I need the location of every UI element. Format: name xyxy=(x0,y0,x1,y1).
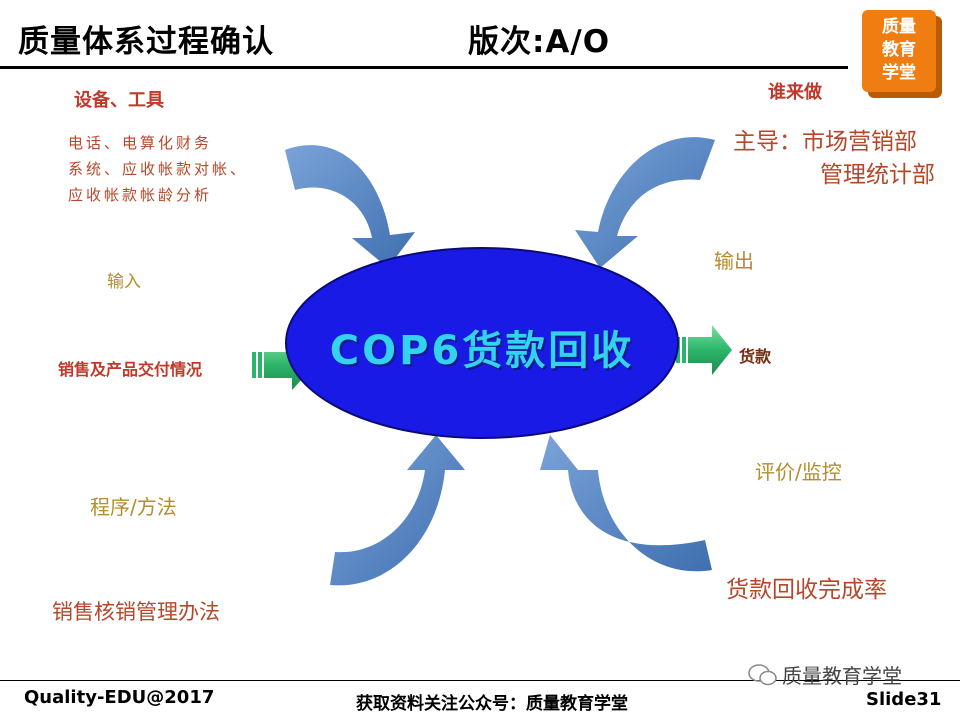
wechat-icon xyxy=(748,664,777,686)
who-label: 谁来做 xyxy=(768,82,822,103)
footer-divider xyxy=(0,680,960,681)
input-label: 输入 xyxy=(107,272,141,292)
process-name: COP6货款回收 xyxy=(329,328,635,374)
footer-copyright: Quality-EDU@2017 xyxy=(24,687,215,708)
method-label: 程序/方法 xyxy=(90,495,177,519)
output-value: 货款 xyxy=(739,347,772,366)
output-arrow xyxy=(676,325,732,375)
curved-arrow-bottom-left xyxy=(330,435,465,586)
owner-line-1: 主导：市场营销部 xyxy=(733,129,917,155)
evaluation-label: 评价/监控 xyxy=(755,460,842,484)
equipment-detail: 电话、电算化财务 系统、应收帐款对帐、 应收帐款帐龄分析 xyxy=(68,134,249,204)
brand-logo: 质量教育学堂 xyxy=(862,10,936,92)
process-ellipse xyxy=(285,247,679,439)
version-label: 版次:A/O xyxy=(468,24,611,60)
footer-promo: 获取资料关注公众号：质量教育学堂 xyxy=(356,694,628,714)
watermark-text: 质量教育学堂 xyxy=(782,664,902,688)
output-label: 输出 xyxy=(714,249,754,273)
curved-arrow-top-right xyxy=(575,137,715,268)
curved-arrow-bottom-right xyxy=(540,435,712,572)
evaluation-value: 货款回收完成率 xyxy=(726,577,887,603)
input-value: 销售及产品交付情况 xyxy=(58,360,203,379)
logo-text: 质量教育学堂 xyxy=(882,17,916,83)
equipment-label: 设备、工具 xyxy=(74,90,164,111)
title-divider xyxy=(0,66,848,69)
owner-line-2: 管理统计部 xyxy=(820,162,935,188)
slide-number: Slide31 xyxy=(866,689,942,710)
page-title: 质量体系过程确认 xyxy=(18,24,274,60)
method-value: 销售核销管理办法 xyxy=(52,600,220,624)
curved-arrow-top-left xyxy=(285,145,415,268)
